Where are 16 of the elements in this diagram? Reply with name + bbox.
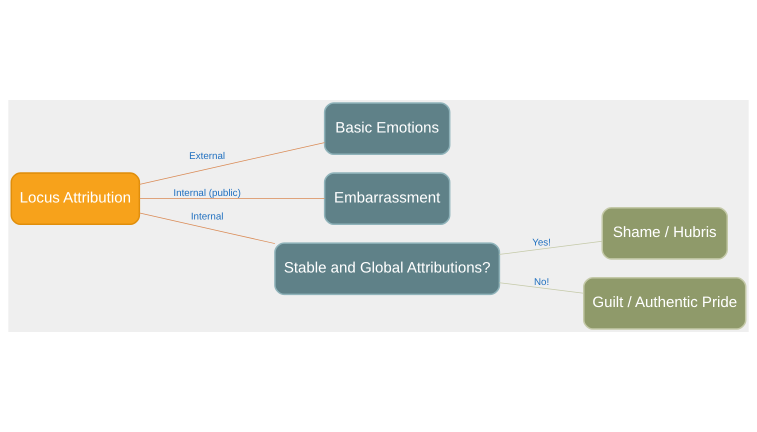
edge-label: No! <box>534 276 550 288</box>
node-box: Shame / Hubris <box>601 206 728 260</box>
connector <box>139 212 276 244</box>
edge-label: External <box>189 151 226 162</box>
node-box: Guilt / Authentic Pride <box>583 277 746 330</box>
connector <box>499 282 584 294</box>
node-box: Embarrassment <box>324 172 450 226</box>
node-box: Locus Attribution <box>10 172 140 226</box>
edge-label: Internal (public) <box>173 188 241 199</box>
edge-label: Internal <box>190 211 224 222</box>
connector <box>139 142 325 185</box>
node-box: Basic Emotions <box>324 102 450 155</box>
connector <box>139 198 325 200</box>
connector <box>499 240 602 255</box>
node-box: Stable and Global Attributions? <box>274 242 500 296</box>
edge-label: Yes! <box>532 238 551 249</box>
